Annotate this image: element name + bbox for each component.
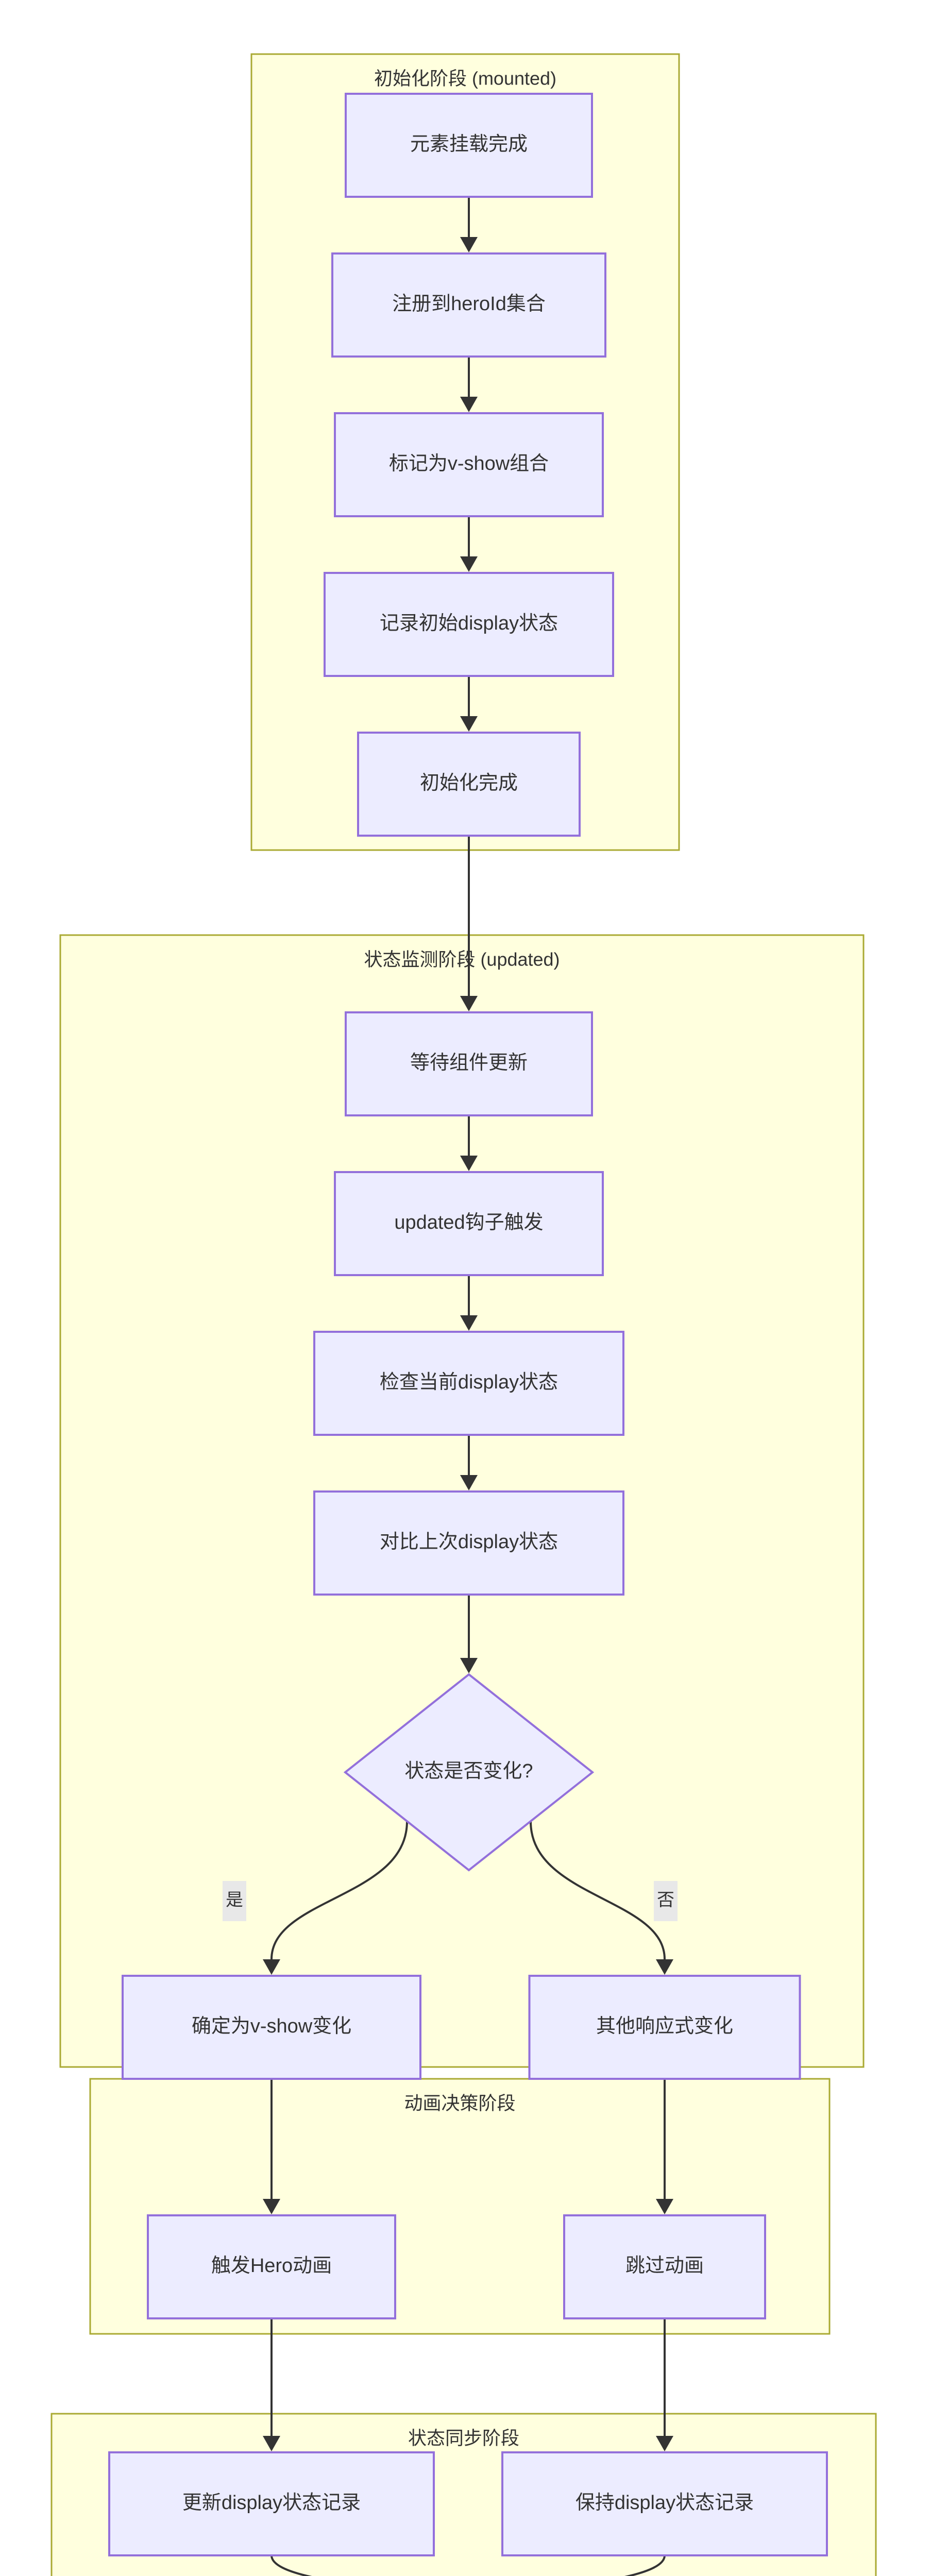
node-n16[interactable]: 保持display状态记录	[501, 2451, 828, 2556]
node-box[interactable]	[334, 412, 604, 517]
edge-line	[270, 2555, 312, 2576]
decision-shape[interactable]	[343, 1673, 595, 1872]
node-box[interactable]	[331, 252, 606, 358]
node-label: updated钩子触发	[394, 1212, 543, 1233]
node-n8[interactable]: 检查当前display状态	[313, 1331, 624, 1436]
node-box[interactable]	[563, 2214, 766, 2319]
cluster-title: 动画决策阶段	[404, 2093, 515, 2114]
node-box[interactable]	[501, 2451, 828, 2556]
edge-n4-n5	[460, 676, 478, 732]
cluster-title: 初始化阶段 (mounted)	[374, 68, 556, 89]
edge-n1-n2	[460, 197, 478, 252]
arrowhead	[460, 1658, 478, 1673]
node-n5[interactable]: 初始化完成	[357, 732, 581, 837]
node-n12[interactable]: 其他响应式变化	[528, 1975, 801, 2080]
node-label: 其他响应式变化	[596, 2015, 733, 2037]
node-n7[interactable]: updated钩子触发	[334, 1171, 604, 1276]
arrowhead	[460, 1156, 478, 1171]
arrowhead	[263, 2199, 280, 2214]
edge-n12-n14	[656, 2079, 673, 2214]
node-label: 更新display状态记录	[182, 2492, 361, 2514]
node-label: 记录初始display状态	[380, 613, 558, 634]
node-label: 状态是否变化?	[404, 1760, 533, 1782]
node-box[interactable]	[313, 1331, 624, 1436]
arrowhead	[460, 397, 478, 412]
node-box[interactable]	[334, 1171, 604, 1276]
node-layer: 元素挂载完成注册到heroId集合标记为v-show组合记录初始display状…	[108, 93, 828, 2556]
node-n11[interactable]: 确定为v-show变化	[122, 1975, 421, 2080]
node-box[interactable]	[357, 732, 581, 837]
node-box[interactable]	[313, 1490, 624, 1596]
node-n9[interactable]: 对比上次display状态	[313, 1490, 624, 1596]
edge-n14-n16	[656, 2318, 673, 2451]
edge-line	[530, 1821, 666, 1960]
node-n4[interactable]: 记录初始display状态	[324, 572, 614, 677]
edge-label-text: 是	[226, 1890, 243, 1910]
arrowhead	[460, 716, 478, 732]
node-n10[interactable]: 状态是否变化?	[343, 1673, 595, 1872]
node-label: 确定为v-show变化	[192, 2015, 351, 2037]
edge-line	[270, 1821, 408, 1960]
edge-n15-n17	[270, 2555, 312, 2576]
node-n6[interactable]: 等待组件更新	[345, 1011, 593, 1116]
node-n14[interactable]: 跳过动画	[563, 2214, 766, 2319]
arrowhead	[656, 1959, 673, 1975]
edge-n5-n6	[460, 836, 478, 1011]
edge-n10-n11	[263, 1821, 408, 1975]
edge-n2-n3	[460, 357, 478, 412]
arrowhead	[263, 1959, 280, 1975]
edge-n7-n8	[460, 1275, 478, 1331]
node-box[interactable]	[108, 2451, 435, 2556]
edge-n10-n12	[530, 1821, 673, 1975]
node-label: 等待组件更新	[410, 1052, 528, 1074]
edge-n13-n15	[263, 2318, 280, 2451]
arrowhead	[460, 556, 478, 572]
edge-label-text: 否	[657, 1890, 674, 1910]
edge-n11-n13	[263, 2079, 280, 2214]
node-label: 元素挂载完成	[410, 133, 528, 155]
node-box[interactable]	[528, 1975, 801, 2080]
node-label: 标记为v-show组合	[389, 453, 549, 474]
edge-line	[624, 2555, 666, 2576]
node-n15[interactable]: 更新display状态记录	[108, 2451, 435, 2556]
node-n13[interactable]: 触发Hero动画	[147, 2214, 396, 2319]
edge-label: 是	[223, 1881, 246, 1921]
arrowhead	[656, 2436, 673, 2451]
edge-label-background	[654, 1881, 678, 1921]
cluster-title: 状态同步阶段	[408, 2428, 519, 2449]
node-n3[interactable]: 标记为v-show组合	[334, 412, 604, 517]
arrowhead	[263, 2436, 280, 2451]
node-label: 检查当前display状态	[380, 1371, 558, 1393]
node-box[interactable]	[122, 1975, 421, 2080]
edge-n3-n4	[460, 516, 478, 572]
arrowhead	[460, 1475, 478, 1490]
node-n1[interactable]: 元素挂载完成	[345, 93, 593, 198]
edge-n8-n9	[460, 1435, 478, 1490]
edge-n16-n17	[624, 2555, 666, 2576]
edge-n6-n7	[460, 1115, 478, 1171]
node-label: 对比上次display状态	[380, 1531, 558, 1553]
node-box[interactable]	[345, 1011, 593, 1116]
node-label: 注册到heroId集合	[392, 293, 546, 315]
arrowhead	[460, 1315, 478, 1331]
arrowhead	[460, 996, 478, 1011]
arrowhead	[656, 2199, 673, 2214]
edge-label-layer: 是否	[223, 1881, 678, 1921]
arrowhead	[460, 237, 478, 252]
node-n2[interactable]: 注册到heroId集合	[331, 252, 606, 358]
node-box[interactable]	[324, 572, 614, 677]
node-label: 触发Hero动画	[211, 2255, 332, 2277]
edge-label: 否	[654, 1881, 678, 1921]
edge-layer	[263, 197, 673, 2576]
node-label: 初始化完成	[420, 772, 518, 794]
cluster-title: 状态监测阶段 (updated)	[364, 949, 560, 970]
edge-label-background	[223, 1881, 246, 1921]
edge-n9-n10	[460, 1595, 478, 1673]
node-label: 跳过动画	[625, 2255, 704, 2277]
node-box[interactable]	[345, 93, 593, 198]
node-box[interactable]	[147, 2214, 396, 2319]
node-label: 保持display状态记录	[575, 2492, 754, 2514]
